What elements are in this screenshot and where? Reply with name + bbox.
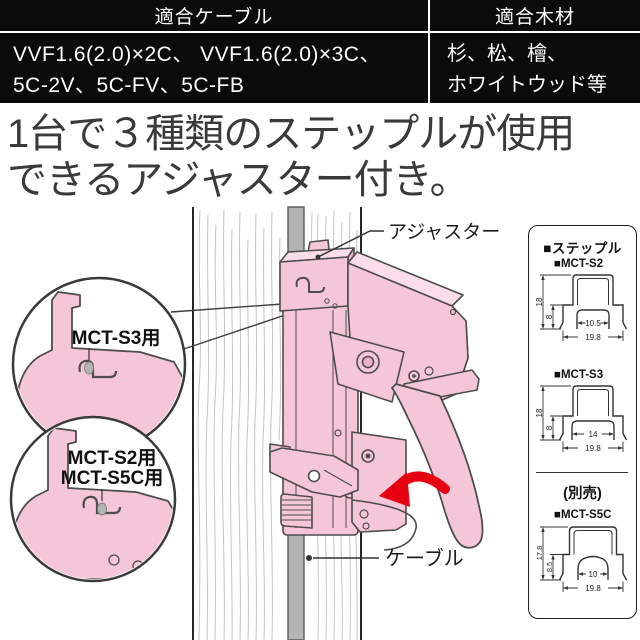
wood-line-2: ホワイトウッド等 xyxy=(447,74,607,96)
tool-pivot xyxy=(329,331,434,403)
tool-grip-serrated xyxy=(280,493,313,529)
spec-header-wood: 適合木材 xyxy=(494,7,575,28)
staple-name-mcts5c: ■MCT-S5C xyxy=(554,509,612,521)
dim-inner-width: 14 xyxy=(589,430,598,439)
staple-name-mcts3: ■MCT-S3 xyxy=(554,369,604,381)
table-column-divider xyxy=(428,0,430,103)
dimension-arrows xyxy=(541,386,623,450)
callout-bottom-label-1: MCT-S2用 xyxy=(68,448,157,469)
dim-outer-width: 19.8 xyxy=(585,444,601,453)
tacker-tool xyxy=(269,239,484,551)
dim-inner-width: 10 xyxy=(589,570,598,579)
staple-slot-detail xyxy=(295,276,325,293)
tool-wire-bail xyxy=(351,499,417,551)
headline-line-2: できるアジャスター付き。 xyxy=(7,158,470,202)
dim-base-height: 8 xyxy=(545,314,554,319)
staple-diagram-mcts2: 18 8 10.5 19.8 xyxy=(535,274,628,342)
dim-inner-width: 10.5 xyxy=(585,319,601,328)
headline: 1台で３種類のステップルが使用 できるアジャスター付き。 xyxy=(7,111,639,203)
staple-panel: ■ステップル ■MCT-S2 18 8 10.5 19.8 ■MCT-S3 18… xyxy=(528,225,637,619)
dim-base-height: 8.5 xyxy=(545,562,554,572)
adjuster-label: アジャスター xyxy=(388,221,500,243)
sold-separately-note: (別売) xyxy=(563,486,602,502)
spec-table: 適合ケーブル 適合木材 VVF1.6(2.0)×2C、 VVF1.6(2.0)×… xyxy=(0,0,640,103)
spec-cell-cable: VVF1.6(2.0)×2C、 VVF1.6(2.0)×3C、 5C-2V、5C… xyxy=(0,33,428,103)
staple-diagram-mcts5c: 17.8 8.5 10 19.8 xyxy=(535,526,628,593)
tool-adjuster-block xyxy=(279,239,355,312)
dimension-arrows xyxy=(541,275,623,339)
tool-clamp xyxy=(269,443,417,551)
tool-handle xyxy=(391,383,484,549)
cable-label: ケーブル xyxy=(385,546,464,570)
table-row-divider xyxy=(0,31,428,33)
dim-outer-width: 19.8 xyxy=(585,333,601,342)
wood-line-1: 杉、松、檜、 xyxy=(447,43,567,65)
part-labels: アジャスター ケーブル xyxy=(306,221,500,570)
staple-name-mcts2: ■MCT-S2 xyxy=(554,258,604,270)
dimension-arrows xyxy=(541,527,623,590)
dim-outer-width: 19.8 xyxy=(585,584,601,593)
panel-title: ■ステップル xyxy=(543,241,622,256)
callout-bottom-label-2: MCT-S5C用 xyxy=(61,468,163,489)
dim-height: 18 xyxy=(535,297,544,306)
callout-wedge-lines xyxy=(170,302,298,353)
table-row-divider2 xyxy=(430,31,640,33)
cable-line-2: 5C-2V、5C-FV、5C-FB xyxy=(13,74,245,97)
staple-diagram-mcts3: 18 8 14 19.8 xyxy=(535,385,628,453)
callout-top-content: MCT-S3用 xyxy=(15,291,183,448)
squeeze-arrow xyxy=(379,471,450,507)
spec-header-cable: 適合ケーブル xyxy=(154,7,274,28)
spec-cell-wood: 杉、松、檜、 ホワイトウッド等 xyxy=(430,33,640,103)
cable-line-1: VVF1.6(2.0)×2C、 VVF1.6(2.0)×3C、 xyxy=(13,43,381,66)
callout-top-label: MCT-S3用 xyxy=(72,328,161,349)
panel-divider xyxy=(536,472,628,473)
dim-height: 18 xyxy=(535,408,544,417)
dim-height: 17.8 xyxy=(535,546,544,560)
callout-bottom-content: MCT-S2用 MCT-S5C用 xyxy=(13,427,173,579)
cable-pointer-dot xyxy=(306,555,312,561)
dim-base-height: 8 xyxy=(545,425,554,430)
adjuster-pointer-dot xyxy=(315,254,321,260)
headline-line-1: 1台で３種類のステップルが使用 xyxy=(7,112,575,156)
